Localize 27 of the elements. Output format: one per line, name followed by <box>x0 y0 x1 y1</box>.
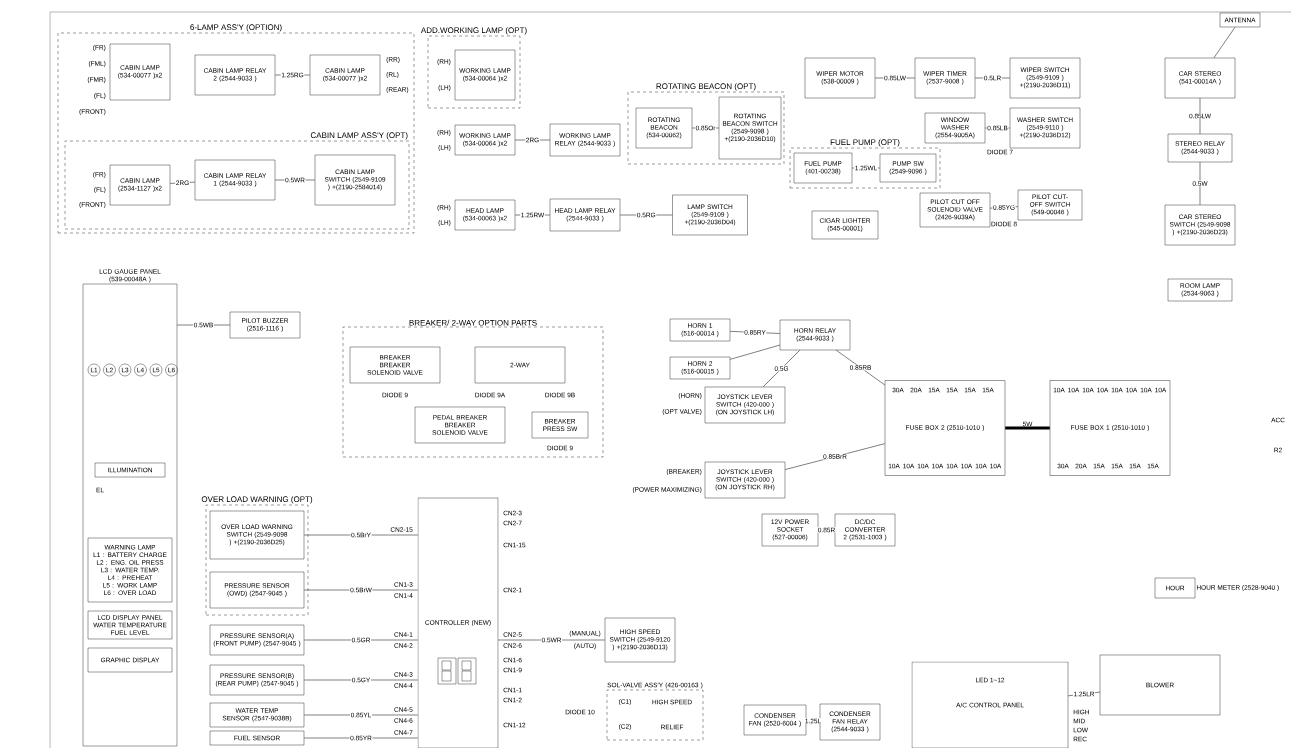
node-label: CABIN LAMP ASS'Y (OPT) <box>310 132 408 140</box>
wire <box>974 77 1011 79</box>
wire <box>497 639 606 641</box>
wire <box>303 534 419 536</box>
wire <box>1199 161 1201 206</box>
node-label: 6-LAMP ASS'Y (OPTION) <box>190 24 282 32</box>
wire <box>836 349 886 386</box>
wire <box>274 179 316 181</box>
wire <box>303 714 419 716</box>
node-label: OVER LOAD WARNING (OPT) <box>201 496 313 504</box>
wire <box>729 344 781 360</box>
wire <box>303 737 419 739</box>
wire <box>514 139 551 141</box>
wire <box>169 181 196 184</box>
node-label: ROTATING BEACON (OPT) <box>656 83 756 91</box>
wire <box>619 214 673 216</box>
wire <box>1213 26 1236 59</box>
node-label: ADD.WORKING LAMP (OPT) <box>420 27 527 35</box>
wire <box>1005 426 1050 430</box>
wire <box>303 639 419 641</box>
wire <box>762 349 801 388</box>
wire <box>303 589 419 591</box>
node-label: BREAKER/ 2-WAY OPTION PARTS <box>409 319 537 326</box>
wire <box>1199 97 1201 135</box>
wire <box>1067 691 1101 697</box>
node-label: FUEL PUMP (OPT) <box>830 139 900 147</box>
wire <box>303 679 419 681</box>
